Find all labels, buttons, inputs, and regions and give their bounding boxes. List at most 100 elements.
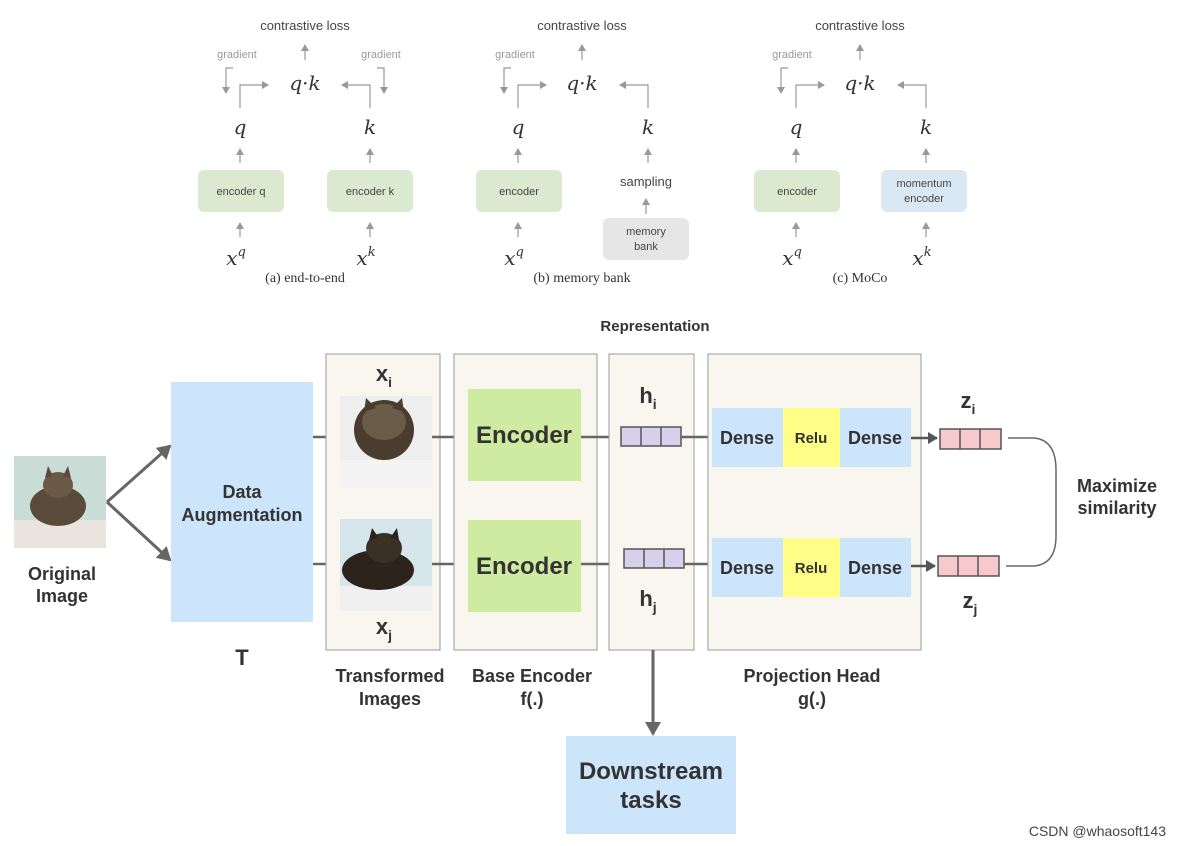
base-encoder-label: Base Encoder [472, 666, 592, 686]
data-augmentation-box [171, 382, 313, 622]
hi-symbol: hi [639, 383, 656, 412]
k-symbol: k [642, 115, 654, 139]
watermark: CSDN @whaosoft143 [1029, 823, 1166, 839]
panel-memory-bank: contrastive loss gradient q·k q k encode… [476, 18, 689, 286]
contrastive-loss-label: contrastive loss [815, 18, 905, 33]
downstream-tasks-label: Downstream [579, 758, 723, 785]
downstream-tasks-box [566, 736, 736, 834]
encoder-box-i [468, 389, 581, 481]
k-symbol: k [920, 115, 932, 139]
augmentation-symbol: T [235, 645, 249, 670]
gradient-label: gradient [361, 49, 401, 61]
projection-head-label: g(.) [798, 689, 826, 709]
dense-label: Dense [848, 558, 902, 578]
arrow-to-augmentation [106, 444, 172, 504]
encoder-box [754, 170, 840, 212]
encoder-q-box [198, 170, 284, 212]
gradient-arrow-icon [500, 67, 511, 94]
transformed-images-label: Transformed [335, 666, 444, 686]
dense-box [840, 408, 911, 467]
k-to-qk-arrow [341, 81, 371, 108]
xj-symbol: xj [376, 614, 392, 643]
encoder-box [476, 170, 562, 212]
dense-label: Dense [720, 428, 774, 448]
zi-vector [939, 428, 1002, 450]
transformed-image-i [340, 396, 432, 488]
xq-symbol: xq [782, 245, 802, 270]
maximize-similarity-label: similarity [1077, 498, 1156, 518]
dense-box [840, 538, 911, 597]
panel-caption: (a) end-to-end [265, 271, 345, 286]
contrastive-loss-label: contrastive loss [537, 18, 627, 33]
gradient-arrow-icon [777, 67, 788, 94]
panel-end-to-end: contrastive loss gradient gradient q·k q… [198, 18, 413, 286]
sampling-label: sampling [620, 174, 672, 189]
dense-label: Dense [848, 428, 902, 448]
zj-vector [937, 555, 1000, 577]
encoder-label: Encoder [476, 422, 572, 449]
xi-symbol: xi [376, 361, 392, 390]
gradient-arrow-icon [377, 67, 388, 94]
gradient-label: gradient [495, 49, 535, 61]
k-to-qk-arrow [897, 81, 927, 108]
encoder-k-box [327, 170, 413, 212]
relu-box [783, 408, 840, 467]
momentum-encoder-label: encoder [904, 193, 944, 205]
projection-head-panel [707, 353, 922, 651]
zi-symbol: zi [961, 388, 976, 417]
gradient-arrow-icon [222, 67, 233, 94]
encoder-box-j [468, 520, 581, 612]
original-image-label: Image [36, 586, 88, 606]
q-to-qk-arrow [795, 81, 825, 108]
q-symbol: q [512, 115, 525, 139]
xk-symbol: xk [356, 245, 375, 270]
q-symbol: q [234, 115, 247, 139]
original-image-label: Original [28, 564, 96, 584]
q-to-qk-arrow [239, 81, 269, 108]
gradient-label: gradient [772, 49, 812, 61]
base-encoder-label: f(.) [521, 689, 544, 709]
xk-symbol: xk [912, 245, 931, 270]
simclr-diagram: Representation Original Image Data Augme… [14, 318, 1157, 834]
q-symbol: q [790, 115, 803, 139]
transformed-image-j [340, 519, 432, 611]
hj-vector [623, 548, 685, 569]
relu-box [783, 538, 840, 597]
projection-head-label: Projection Head [743, 666, 880, 686]
data-augmentation-label: Data [222, 482, 262, 502]
similarity-bracket [1006, 437, 1057, 567]
dense-label: Dense [720, 558, 774, 578]
maximize-similarity-label: Maximize [1077, 476, 1157, 496]
q-to-qk-arrow [517, 81, 547, 108]
encoder-label: Encoder [476, 553, 572, 580]
downstream-tasks-label: tasks [620, 787, 681, 814]
momentum-encoder-label: momentum [896, 178, 951, 190]
k-to-qk-arrow [619, 81, 649, 108]
data-augmentation-label: Augmentation [182, 505, 303, 525]
xq-symbol: xq [504, 245, 524, 270]
panel-caption: (c) MoCo [833, 271, 888, 286]
hj-symbol: hj [639, 586, 656, 615]
xq-symbol: xq [226, 245, 246, 270]
memory-bank-box [603, 218, 689, 260]
panel-caption: (b) memory bank [533, 271, 630, 286]
panel-moco: contrastive loss gradient q·k q k encode… [754, 18, 967, 286]
momentum-encoder-box [881, 170, 967, 212]
dense-box [712, 408, 783, 467]
memory-bank-label: memory [626, 226, 666, 238]
k-symbol: k [364, 115, 376, 139]
representation-label: Representation [600, 318, 709, 335]
hi-vector [620, 426, 682, 447]
encoder-q-label: encoder q [217, 186, 266, 198]
qk-dot-product: q·k [844, 71, 875, 95]
encoder-k-label: encoder k [346, 186, 395, 198]
zj-symbol: zj [963, 588, 978, 617]
relu-label: Relu [795, 430, 828, 447]
gradient-label: gradient [217, 49, 257, 61]
memory-bank-label: bank [634, 241, 658, 253]
transformed-images-label: Images [359, 689, 421, 709]
representation-panel [608, 353, 695, 651]
encoder-label: encoder [499, 186, 539, 198]
relu-label: Relu [795, 560, 828, 577]
